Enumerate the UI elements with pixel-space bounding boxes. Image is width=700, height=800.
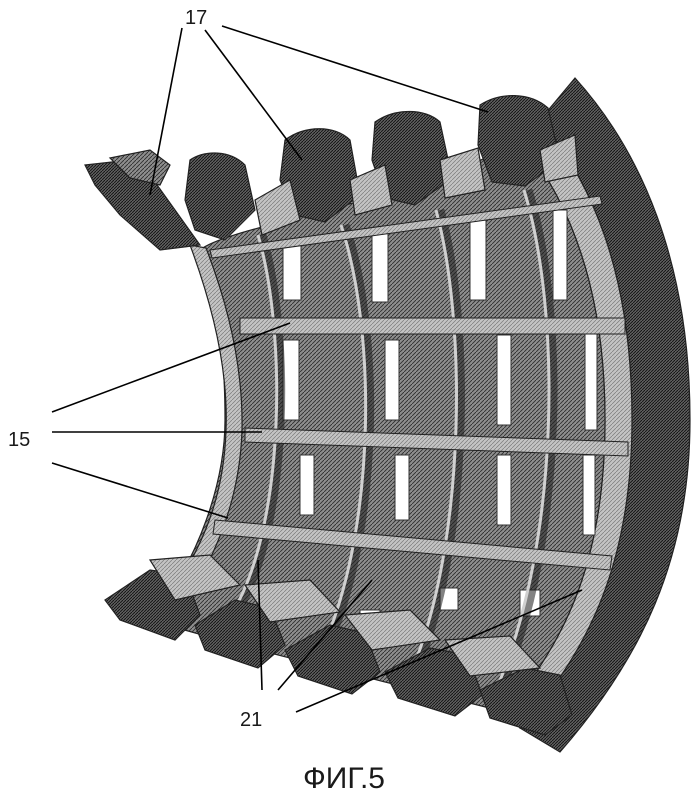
label-21: 21 [240,709,262,731]
lower-bosses [104,554,573,736]
axial-struts [209,195,629,571]
leader-lines [51,25,583,713]
upper-bosses [84,95,579,251]
arc-frames [234,188,558,692]
label-15: 15 [8,429,30,451]
label-17: 17 [185,7,207,29]
cooling-slots [282,209,598,629]
figure-caption: ФИГ.5 [303,762,385,795]
